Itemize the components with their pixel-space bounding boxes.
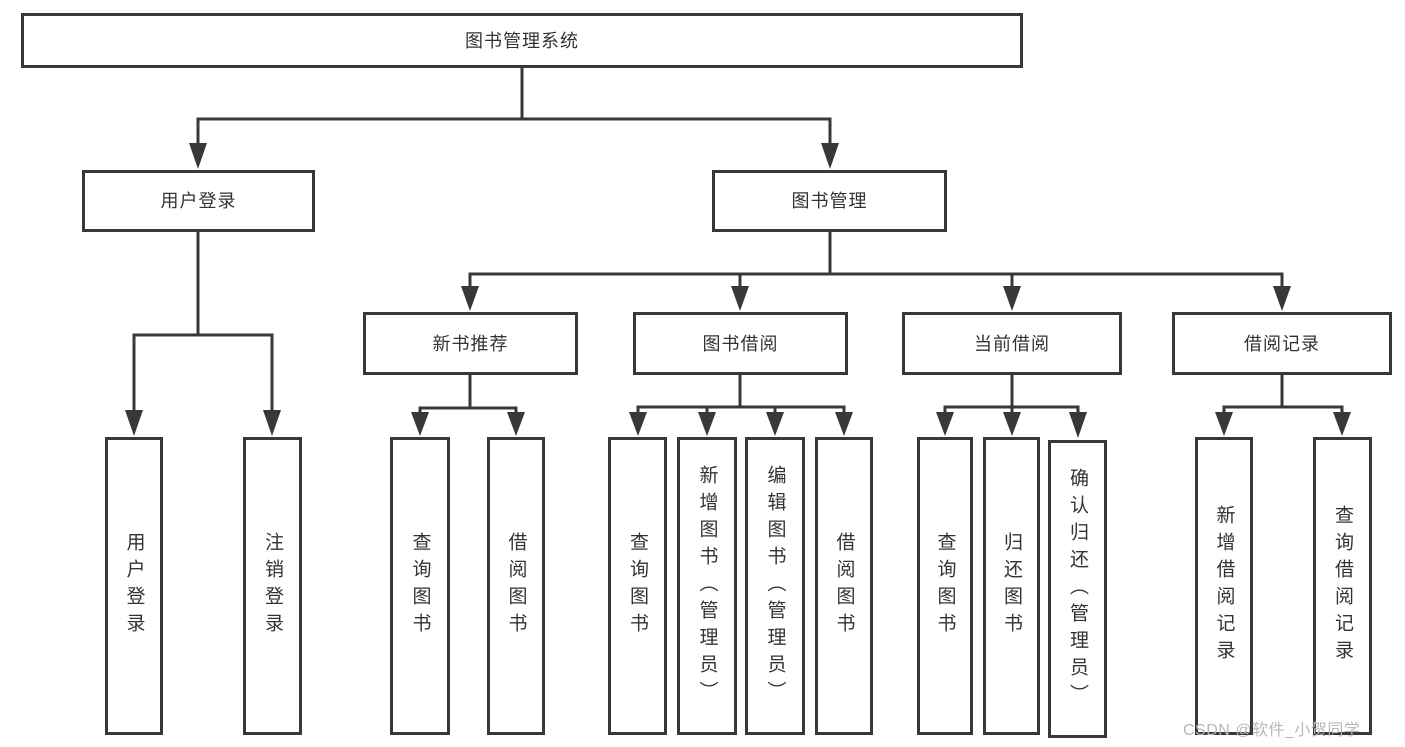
node-borrowing-records: 借阅记录 (1172, 312, 1392, 375)
leaf-records-query-record-label: 查询借阅记录 (1332, 505, 1353, 667)
leaf-user-login-label: 用户登录 (123, 532, 145, 640)
leaf-logout-login: 注销登录 (243, 437, 302, 735)
node-book-borrowing-label: 图书借阅 (702, 333, 779, 354)
leaf-records-add-record-label: 新增借阅记录 (1213, 505, 1235, 667)
node-user-login-label: 用户登录 (160, 191, 237, 211)
leaf-newbook-query-books: 查询图书 (390, 437, 450, 735)
leaf-current-query-books-label: 查询图书 (934, 532, 956, 640)
leaf-borrow-add-books-admin: 新增图书（管理员） (677, 437, 737, 735)
leaf-current-return-books-label: 归还图书 (1001, 532, 1022, 640)
csdn-watermark: CSDN @软件_小贺同学 (1183, 722, 1361, 739)
leaf-borrow-borrow-books: 借阅图书 (815, 437, 873, 735)
node-root-system: 图书管理系统 (21, 13, 1023, 68)
connector-login-to-leaves (132, 232, 274, 412)
leaf-current-return-books: 归还图书 (983, 437, 1040, 735)
leaf-borrow-edit-books-admin-label: 编辑图书（管理员） (764, 464, 786, 708)
leaf-records-add-record: 新增借阅记录 (1195, 437, 1253, 735)
connector-mgmt-to-level3 (468, 232, 1284, 288)
leaf-newbook-borrow-books: 借阅图书 (487, 437, 545, 735)
connector-borrow-to-leaves (636, 375, 846, 414)
node-borrowing-records-label: 借阅记录 (1244, 333, 1320, 354)
leaf-current-query-books: 查询图书 (917, 437, 973, 735)
connector-records-to-leaves (1222, 375, 1344, 414)
arrowheads (125, 143, 1351, 438)
node-book-management-label: 图书管理 (791, 191, 868, 211)
leaf-borrow-add-books-admin-label: 新增图书（管理员） (696, 464, 718, 708)
connector-newbook-to-leaves (418, 375, 518, 414)
node-book-borrowing: 图书借阅 (633, 312, 848, 375)
leaf-user-login: 用户登录 (105, 437, 163, 735)
leaf-borrow-edit-books-admin: 编辑图书（管理员） (745, 437, 805, 735)
leaf-records-query-record: 查询借阅记录 (1313, 437, 1372, 735)
leaf-logout-login-label: 注销登录 (262, 532, 283, 640)
node-new-book-recommend: 新书推荐 (363, 312, 578, 375)
connector-root-to-level2 (196, 68, 832, 146)
leaf-current-confirm-return-admin: 确认归还（管理员） (1048, 440, 1107, 738)
leaf-newbook-borrow-books-label: 借阅图书 (505, 532, 527, 640)
node-current-borrowing-label: 当前借阅 (974, 333, 1050, 354)
node-user-login: 用户登录 (82, 170, 315, 232)
node-new-book-recommend-label: 新书推荐 (432, 333, 509, 354)
leaf-current-confirm-return-admin-label: 确认归还（管理员） (1067, 467, 1088, 711)
leaf-borrow-query-books-label: 查询图书 (627, 532, 648, 640)
leaf-newbook-query-books-label: 查询图书 (409, 532, 431, 640)
node-current-borrowing: 当前借阅 (902, 312, 1122, 375)
connector-current-to-leaves (943, 375, 1080, 414)
leaf-borrow-borrow-books-label: 借阅图书 (833, 532, 855, 640)
leaf-borrow-query-books: 查询图书 (608, 437, 667, 735)
node-book-management: 图书管理 (712, 170, 947, 232)
node-root-label: 图书管理系统 (465, 30, 579, 51)
